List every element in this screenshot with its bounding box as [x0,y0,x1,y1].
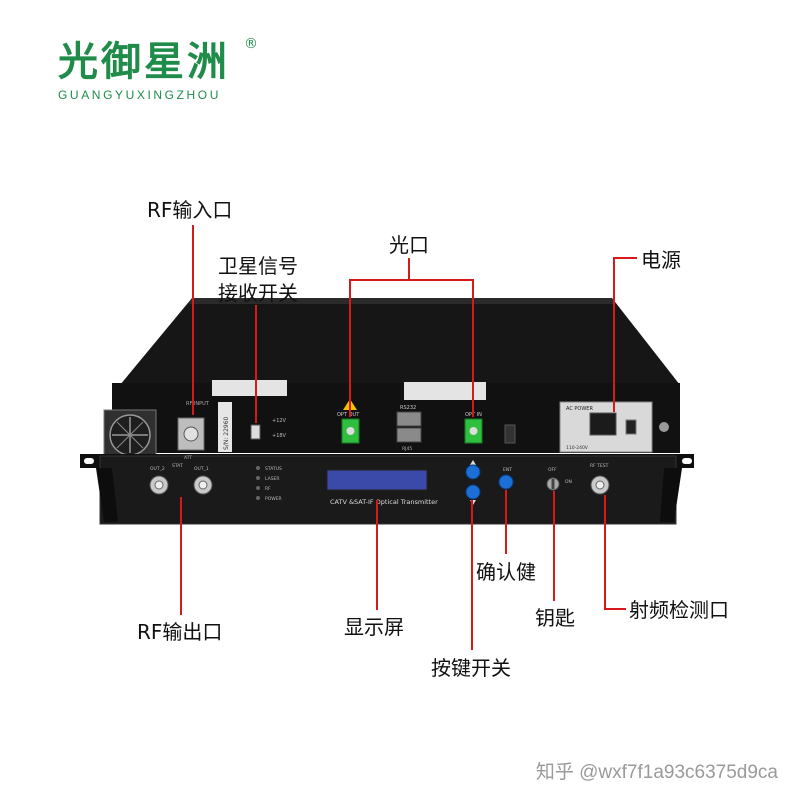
opt-out-connector [341,418,360,444]
on-text: ON [565,479,572,485]
label-rf-output: RF输出口 [137,620,223,644]
enter-key-button [498,474,514,490]
callout-line-power-v [613,257,615,412]
key-lock-switch [546,477,560,491]
registered-mark: ® [244,36,258,52]
label-satellite-switch-line1: 卫星信号 [218,254,298,278]
ent-text: ENT [503,467,512,473]
serial-number-text: S/N: 22960 [223,416,230,450]
brand-logo: 光御星洲 ® GUANGYUXINGZHOU [58,36,258,102]
off-text: OFF [548,467,557,473]
rj45-port [396,427,422,443]
rj45-text: RJ45 [402,446,412,452]
label-keypad: 按键开关 [431,656,511,680]
callout-line-opt-out [349,279,351,417]
chassis-top-cover [120,298,680,385]
power-switch-icon [625,419,637,435]
callout-line-optical-bar [349,279,473,281]
lcd-display [326,469,428,491]
front-rf-output-2 [149,475,169,495]
power-range-text: 110-240V [566,445,589,451]
callout-line-rf-test-v [604,495,606,609]
rear-sticker-left [212,380,287,396]
callout-line-rf-test-h [604,608,626,610]
callout-line-rf-output [180,497,182,615]
label-rf-input: RF输入口 [147,198,233,222]
down-key-button [465,484,481,500]
callout-line-keypad [471,500,473,650]
callout-line-satellite-switch [255,305,257,423]
fan-icon [103,409,157,461]
callout-line-display [376,500,378,610]
status-led [256,466,260,470]
v12-text: +12V [272,418,287,424]
callout-line-rf-input [192,225,194,415]
callout-line-power-h [613,257,637,259]
opt-out-text: OPT OUT [337,412,360,418]
label-rf-test-port: 射频检测口 [629,598,729,622]
label-satellite-switch-line2: 接收开关 [218,281,298,305]
callout-line-confirm-key [505,490,507,554]
rs232-text: RS232 [400,405,416,411]
att-text: ATT [184,455,192,461]
v18-text: +18V [272,433,287,439]
opt-in-connector [464,418,483,444]
out2-text: OUT_2 [150,466,165,472]
serial-sticker [218,402,232,452]
rear-rf-input-connector [177,417,205,451]
rs232-port [396,411,422,427]
watermark: 知乎 @wxf7f1a93c6375d9ca [535,762,778,783]
rf-test-connector [590,475,610,495]
front-rf-output-1 [193,475,213,495]
front-panel-model-text: CATV &SAT-IF Optical Transmitter [330,498,438,506]
label-power: 电源 [641,248,681,272]
rf-test-text: RF TEST [590,463,609,469]
label-optical-port: 光口 [389,233,429,257]
satellite-switch [250,424,261,440]
brand-name-en: GUANGYUXINGZHOU [58,88,222,102]
label-confirm-key: 确认健 [476,560,536,584]
led-label-power: POWER [265,496,282,502]
power-socket-icon [589,412,617,436]
callout-line-key-switch [553,491,555,601]
led-label-status: STATUS [265,466,282,472]
power-led [256,496,260,500]
led-label-rf: RF [265,486,271,492]
out1-text: OUT_1 [194,466,209,472]
rf-led [256,486,260,490]
callout-line-optical-stem [408,258,410,280]
callout-line-opt-in [472,279,474,417]
ac-power-text: AC POWER [566,406,593,412]
ac-power-module [559,401,669,453]
rear-sticker-right [404,382,486,400]
brand-name-cn: 光御星洲 [58,39,230,85]
stat-text: STAT [172,463,183,469]
label-display: 显示屏 [344,615,404,639]
laser-led [256,476,260,480]
up-key-button [465,464,481,480]
label-key-switch: 钥匙 [535,606,575,630]
rear-rf-input-text: RF INPUT [186,401,210,407]
led-label-laser: LASER [265,476,280,482]
